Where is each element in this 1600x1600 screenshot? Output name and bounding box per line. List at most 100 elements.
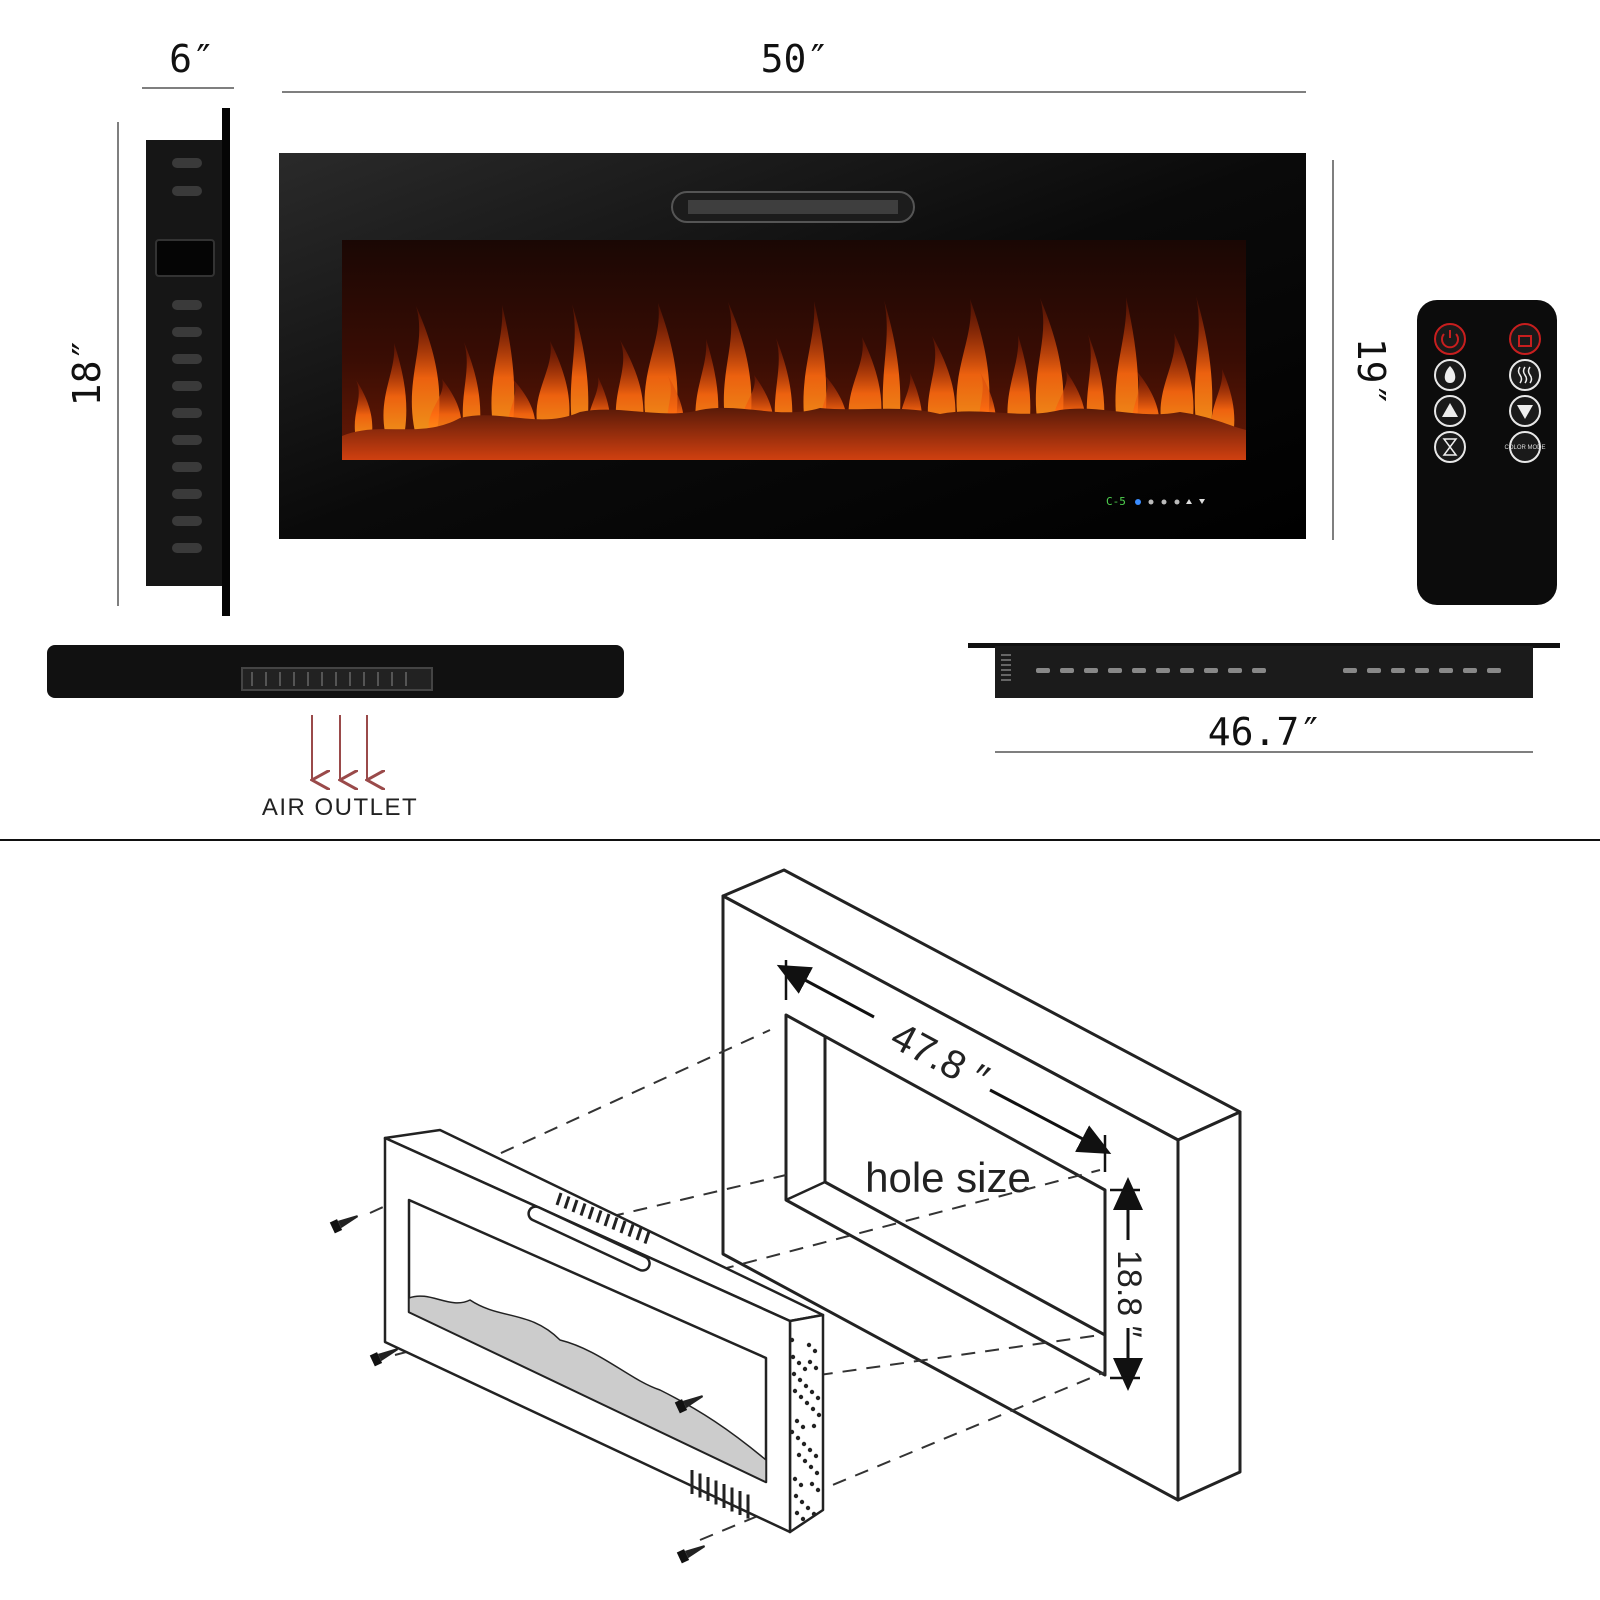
remote-timer-icon[interactable] <box>1434 431 1466 463</box>
touch-light-icon[interactable] <box>1174 499 1180 505</box>
side-slot <box>172 408 202 418</box>
bottom-slot <box>1439 668 1453 673</box>
grille-slat <box>579 1203 587 1216</box>
side-slot <box>172 435 202 445</box>
remote-lock-icon[interactable] <box>1509 323 1541 355</box>
mount-hole <box>816 1412 822 1418</box>
side-slot <box>172 300 202 310</box>
mount-hole <box>800 1516 806 1522</box>
mount-hole <box>794 1510 800 1516</box>
remote-control: COLOR MODE <box>1417 300 1557 605</box>
touch-down-icon[interactable] <box>1199 499 1205 504</box>
hole-width-arrow-left <box>776 964 875 1019</box>
mount-hole <box>801 1441 807 1447</box>
side-slot <box>172 158 202 168</box>
control-display: C-5 <box>1106 495 1126 508</box>
mount-hole <box>793 1493 799 1499</box>
grille-slat <box>587 1206 595 1220</box>
mount-hole <box>815 1487 821 1493</box>
wall-cutout <box>721 868 1242 1502</box>
bottom-slot <box>1391 668 1405 673</box>
mount-hole <box>803 1383 809 1389</box>
bottom-slot <box>1132 668 1146 673</box>
mount-hole <box>812 1348 818 1354</box>
side-slot <box>172 354 202 364</box>
bottom-slot <box>1252 668 1266 673</box>
mount-hole <box>799 1499 805 1505</box>
mount-hole <box>798 1482 804 1488</box>
grille-slat <box>619 1220 627 1234</box>
screws <box>329 1215 706 1564</box>
air-outlet-label: AIR OUTLET <box>262 794 418 821</box>
bottom-slot <box>1343 668 1357 673</box>
grille-slat <box>627 1224 635 1237</box>
mount-hole <box>808 1464 814 1470</box>
flame <box>1194 296 1213 450</box>
mount-hole <box>807 1359 813 1365</box>
mount-hole <box>805 1505 811 1511</box>
mount-hole <box>792 1476 798 1482</box>
bottom-slot <box>1108 668 1122 673</box>
hole-width-arrow-right <box>989 1088 1112 1155</box>
grille-slat <box>595 1210 603 1223</box>
grille-slat <box>635 1227 643 1241</box>
touch-heat-icon[interactable] <box>1161 499 1167 505</box>
mount-hole <box>804 1400 810 1406</box>
mount-hole <box>790 1354 796 1360</box>
bottom-slot <box>1367 668 1381 673</box>
fireplace-lineart <box>383 1128 825 1534</box>
air-outlet-arrows <box>312 715 367 780</box>
remote-up-icon[interactable] <box>1434 395 1466 427</box>
screw <box>329 1215 359 1234</box>
mount-hole <box>798 1394 804 1400</box>
hole-height-label: 18.8 ″ <box>1110 1250 1148 1338</box>
bottom-slot <box>1036 668 1050 673</box>
remote-power-icon[interactable] <box>1434 323 1466 355</box>
screw <box>369 1348 399 1367</box>
mount-hole <box>795 1435 801 1441</box>
mount-hole <box>797 1377 803 1383</box>
mount-hole <box>802 1458 808 1464</box>
grille-slat <box>563 1196 571 1209</box>
mount-hole <box>810 1406 816 1412</box>
side-slot <box>172 327 202 337</box>
mount-hole <box>809 1389 815 1395</box>
side-slot <box>172 543 202 553</box>
mount-hole <box>789 1429 795 1435</box>
side-slot <box>172 186 202 196</box>
mount-hole <box>789 1337 795 1343</box>
grille-slat <box>571 1199 579 1213</box>
front-height-label: 19″ <box>1349 338 1393 407</box>
screw <box>676 1545 706 1564</box>
mount-hole <box>794 1418 800 1424</box>
mount-hole <box>800 1424 806 1430</box>
side-view <box>146 108 230 616</box>
color-mode-button[interactable] <box>1509 431 1541 463</box>
flame <box>491 305 515 450</box>
remote-down-icon[interactable] <box>1509 395 1541 427</box>
remote-heat-icon[interactable] <box>1509 359 1541 391</box>
mount-hole <box>813 1453 819 1459</box>
mount-hole <box>796 1452 802 1458</box>
side-slot <box>172 462 202 472</box>
bottom-slot <box>1180 668 1194 673</box>
bottom-slot <box>1415 668 1429 673</box>
remote-flame-icon[interactable] <box>1434 359 1466 391</box>
touch-flame-icon[interactable] <box>1148 499 1154 505</box>
flame <box>1115 297 1139 450</box>
mount-hole <box>813 1365 819 1371</box>
front-width-label: 50″ <box>761 37 830 81</box>
mount-hole <box>796 1360 802 1366</box>
mount-hole <box>807 1447 813 1453</box>
screw <box>674 1395 704 1414</box>
grille-slat <box>643 1231 651 1244</box>
mount-hole <box>811 1423 817 1429</box>
mount-hole <box>814 1470 820 1476</box>
touch-power-icon[interactable] <box>1135 499 1141 505</box>
mount-hole <box>815 1395 821 1401</box>
hole-size-label: hole size <box>865 1154 1031 1201</box>
mount-hole <box>791 1371 797 1377</box>
grille-slat <box>603 1213 611 1227</box>
bottom-slot <box>1156 668 1170 673</box>
touch-up-icon[interactable] <box>1186 499 1192 504</box>
